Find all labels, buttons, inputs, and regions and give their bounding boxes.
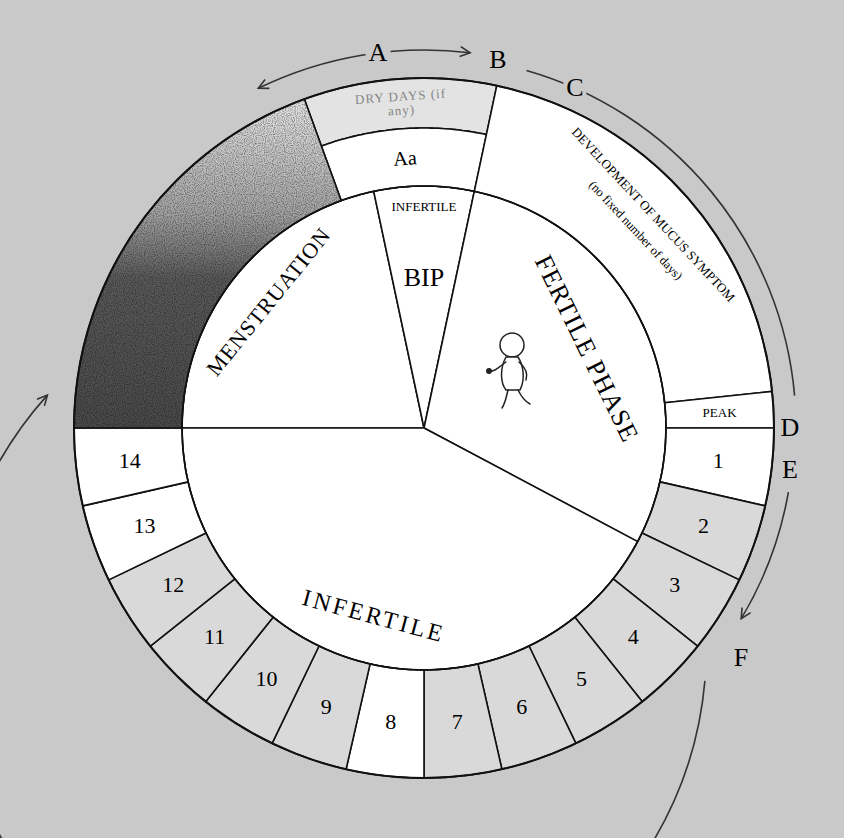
inner-circle xyxy=(182,186,666,670)
span-arrow xyxy=(741,492,788,618)
day-number: 14 xyxy=(119,449,141,473)
callout-letter: B xyxy=(486,47,509,73)
day-cell: 14 xyxy=(72,426,191,508)
day-number: 7 xyxy=(452,710,463,734)
day-cell-outline xyxy=(422,661,504,780)
day-number: 2 xyxy=(698,514,709,538)
band-label: DRY DAYS (if any) xyxy=(354,86,448,121)
span-arc xyxy=(527,70,795,395)
span-arrow xyxy=(258,50,470,88)
band-label: Aa xyxy=(393,146,418,170)
peak-cell-shape xyxy=(665,391,774,428)
baby-arm xyxy=(519,362,527,380)
phase-label: BIP xyxy=(404,264,444,293)
phase-label: INFERTILE xyxy=(392,200,457,214)
callout-letter: F xyxy=(731,645,751,671)
menstruation-texture xyxy=(70,95,345,430)
day-number: 13 xyxy=(134,514,156,538)
outer-circle xyxy=(74,78,774,778)
peak-cell: PEAK xyxy=(662,389,776,430)
peak-label: PEAK xyxy=(703,405,737,419)
callout-letter: E xyxy=(779,457,801,483)
callout-letter: D xyxy=(778,415,803,441)
day-number: 10 xyxy=(256,667,278,691)
callout-letter: A xyxy=(366,40,391,66)
day-number: 4 xyxy=(628,625,639,649)
day-number: 6 xyxy=(516,695,527,719)
day-cell-shape xyxy=(74,428,188,506)
mucus-band-shape xyxy=(474,86,772,403)
span-arrow xyxy=(0,395,705,838)
day-number: 3 xyxy=(669,573,680,597)
day-number: 8 xyxy=(385,710,396,734)
baby-leg xyxy=(502,390,508,408)
aa-band: Aa xyxy=(319,126,489,203)
callout-letter: C xyxy=(563,75,586,101)
day-number: 12 xyxy=(162,573,184,597)
day-number: 1 xyxy=(713,449,724,473)
day-number: 11 xyxy=(204,625,225,649)
baby-hand xyxy=(487,369,491,373)
day-cell-shape xyxy=(424,664,502,778)
day-number: 5 xyxy=(576,667,587,691)
day-cell: 7 xyxy=(422,661,504,780)
baby-leg xyxy=(518,390,530,404)
day-number: 9 xyxy=(321,695,332,719)
baby-head xyxy=(500,333,524,357)
baby-arm xyxy=(490,362,506,371)
baby-figure xyxy=(487,333,530,408)
